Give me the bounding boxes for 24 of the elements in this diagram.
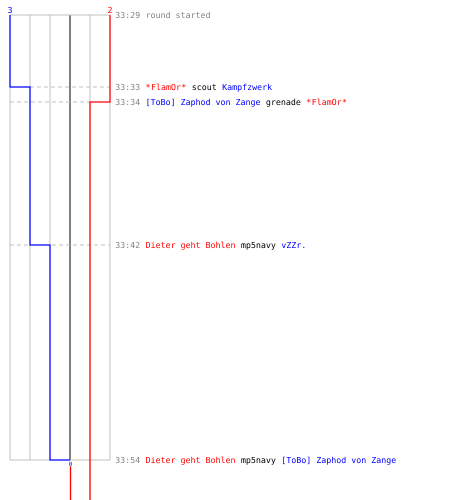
player-name: Dieter geht Bohlen <box>146 242 235 250</box>
player-count: 3 <box>8 6 12 14</box>
event-text: round started <box>147 12 210 18</box>
player-name: [ToBo] Zaphod von Zange <box>147 98 260 107</box>
timestamp: 33:29 <box>116 12 140 18</box>
player-name: Kampfzwerk <box>222 84 272 92</box>
player-count: 2 <box>108 6 112 13</box>
weapon-name: scout <box>192 84 216 90</box>
player-name: [ToBo] Zaphod von Zange <box>283 456 396 465</box>
asterisk: * <box>306 98 311 103</box>
timestamp: 33:34 <box>116 98 140 106</box>
weapon-name: mp5navy <box>241 242 276 250</box>
player-name: FlamOr <box>312 98 342 106</box>
weapon-name: mp5navy <box>241 456 276 465</box>
asterisk: * <box>146 84 150 88</box>
weapon-name: grenade <box>266 98 300 107</box>
timestamp: 33:33 <box>116 84 140 90</box>
player-name: FlamOr <box>152 84 181 90</box>
player-name: vZZr. <box>282 242 304 248</box>
asterisk: * <box>342 98 346 103</box>
player-name: Dieter geht Bohlen <box>146 456 235 465</box>
asterisk: * <box>182 84 186 88</box>
timestamp: 33:42 <box>116 242 140 248</box>
timestamp: 33:54 <box>116 456 140 464</box>
